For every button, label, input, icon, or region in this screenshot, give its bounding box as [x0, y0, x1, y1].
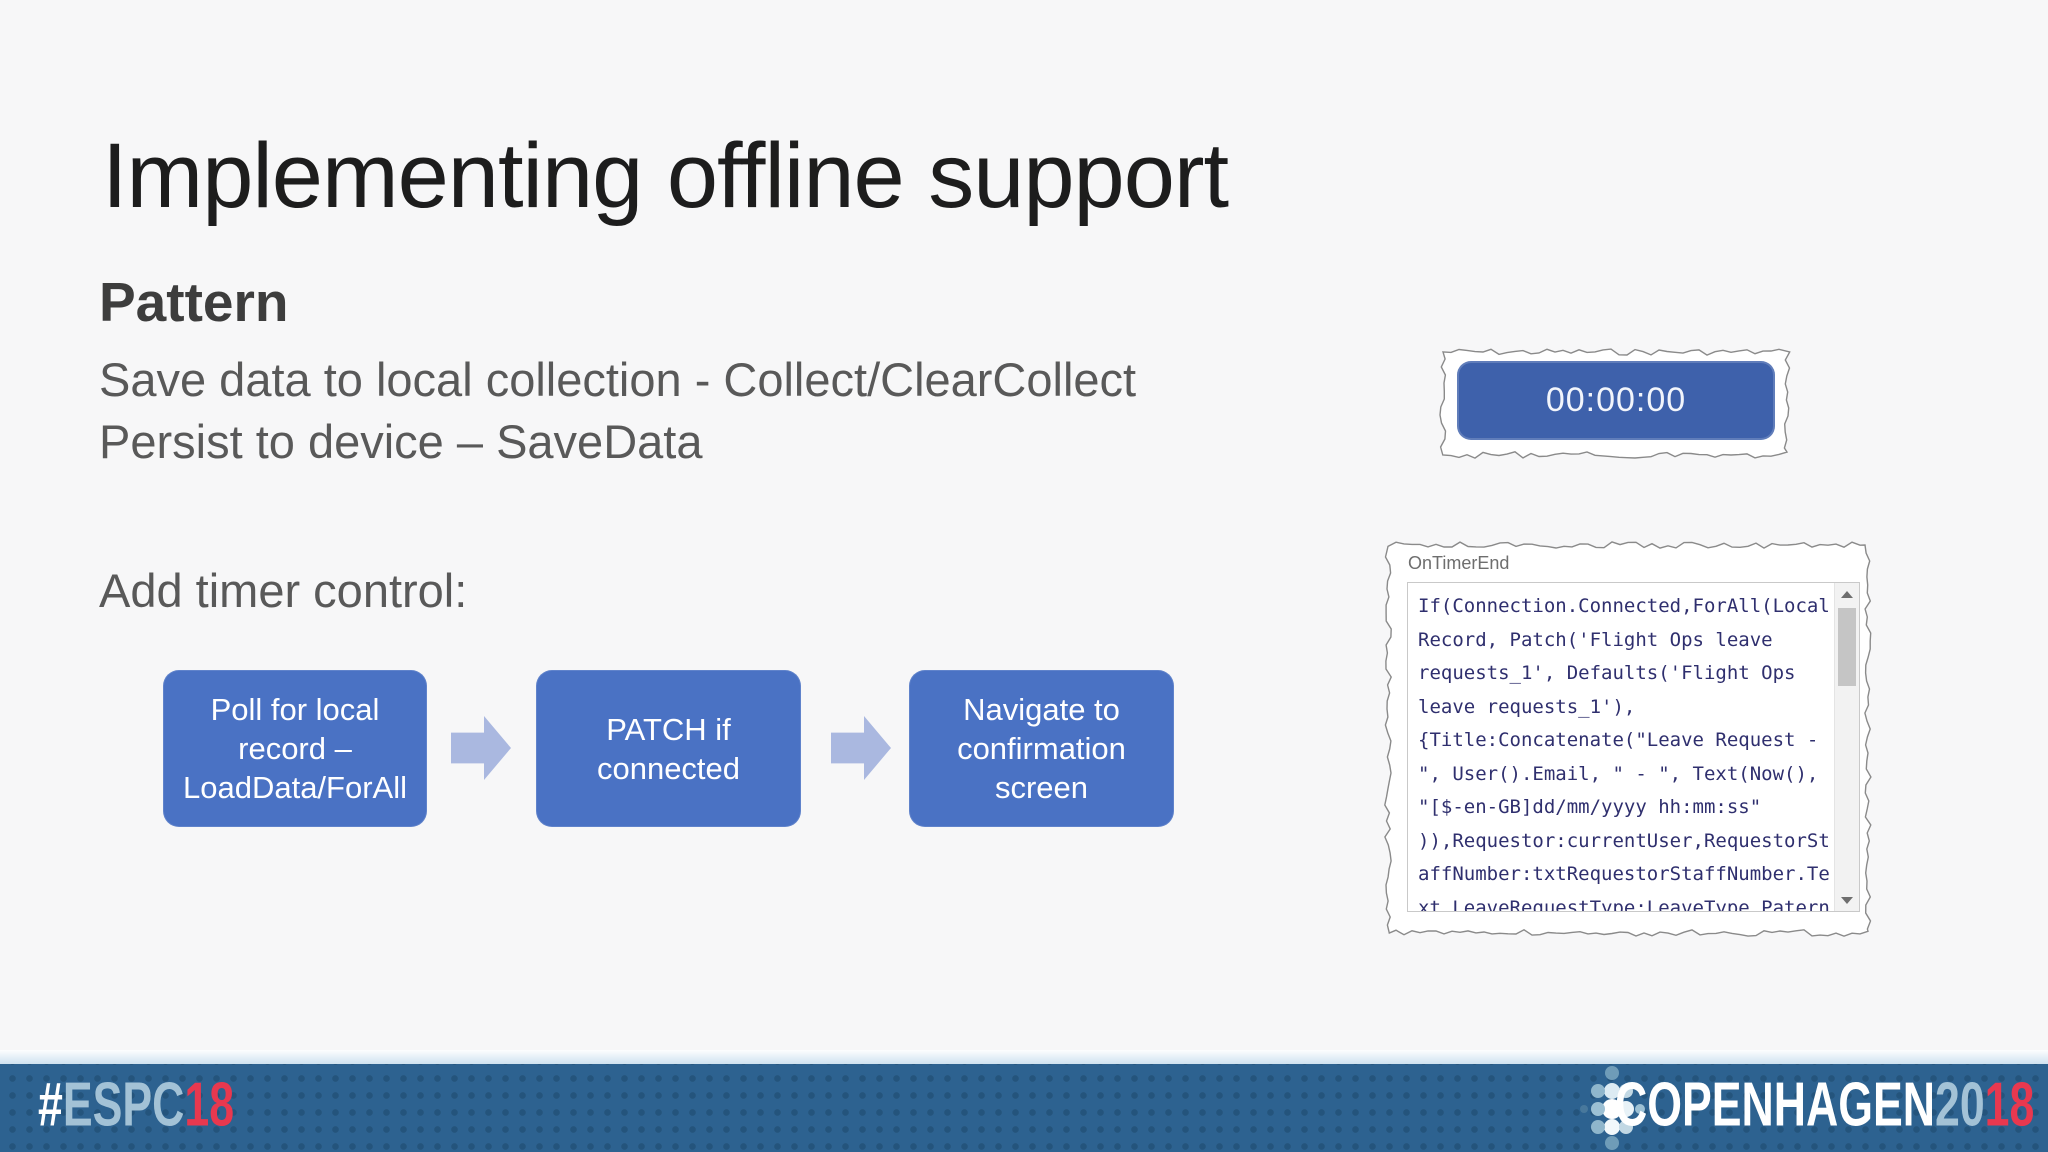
- scrollbar-thumb: [1838, 608, 1856, 686]
- timer-control: 00:00:00: [1457, 361, 1775, 440]
- code-screenshot: OnTimerEnd If(Connection.Connected,ForAl…: [1383, 540, 1873, 938]
- code-line: If(Connection.Connected,ForAll(Local: [1418, 595, 1830, 617]
- footer-divider: [0, 1050, 2048, 1064]
- conference-wordmark: COPENHAGEN2018: [1615, 1070, 2034, 1141]
- footer-bar: #ESPC18 COPENHAGEN2018: [0, 1064, 2048, 1152]
- flow-step-patch: PATCH if connected: [536, 670, 801, 827]
- scroll-down-icon: [1835, 889, 1859, 911]
- code-line: xt,LeaveRequestType:LeaveType,Patern: [1418, 896, 1830, 912]
- code-line: ", User().Email, " - ", Text(Now(),: [1418, 762, 1819, 785]
- flow-arrow-icon: [831, 716, 891, 780]
- ontimerend-label: OnTimerEnd: [1408, 553, 1510, 573]
- code-line: requests_1', Defaults('Flight Ops: [1418, 662, 1796, 684]
- hashtag-espc: ESPC: [62, 1070, 185, 1140]
- code-line: Record, Patch('Flight Ops leave: [1418, 628, 1773, 651]
- code-line: "[$-en-GB]dd/mm/yyyy hh:mm:ss": [1418, 796, 1762, 818]
- scroll-up-icon: [1835, 583, 1859, 605]
- espc-hashtag: #ESPC18: [38, 1070, 234, 1141]
- add-timer-heading: Add timer control:: [99, 564, 468, 617]
- espc-logo-icon: [1580, 1066, 1645, 1150]
- pattern-line-1: Save data to local collection - Collect/…: [99, 353, 1137, 406]
- code-line: affNumber:txtRequestorStaffNumber.Te: [1418, 863, 1830, 885]
- timer-screenshot: 00:00:00: [1438, 347, 1792, 460]
- hashtag-hash: #: [38, 1070, 63, 1140]
- hashtag-year: 18: [184, 1070, 235, 1140]
- timer-value: 00:00:00: [1545, 381, 1687, 419]
- flow-step-navigate: Navigate to confirmation screen: [909, 670, 1174, 827]
- scrollbar: [1834, 583, 1859, 911]
- pattern-line-2: Persist to device – SaveData: [99, 415, 703, 468]
- conference-year-red: 18: [1984, 1070, 2034, 1140]
- flow-step-label: Poll for local record – LoadData/ForAll: [182, 692, 407, 805]
- slide-title: Implementing offline support: [102, 124, 1229, 227]
- conference-city: COPENHAGEN: [1614, 1070, 1935, 1140]
- pattern-heading: Pattern: [99, 271, 289, 333]
- conference-year-light: 20: [1934, 1070, 1985, 1140]
- code-line: leave requests_1'),: [1418, 695, 1636, 718]
- flow-step-poll: Poll for local record – LoadData/ForAll: [163, 670, 427, 827]
- flow-step-label: Navigate to confirmation screen: [957, 692, 1126, 805]
- flow-step-label: PATCH if connected: [596, 711, 741, 786]
- flow-arrow-icon: [451, 716, 511, 780]
- code-line: )),Requestor:currentUser,RequestorSt: [1418, 829, 1830, 852]
- code-line: {Title:Concatenate("Leave Request -: [1418, 729, 1819, 751]
